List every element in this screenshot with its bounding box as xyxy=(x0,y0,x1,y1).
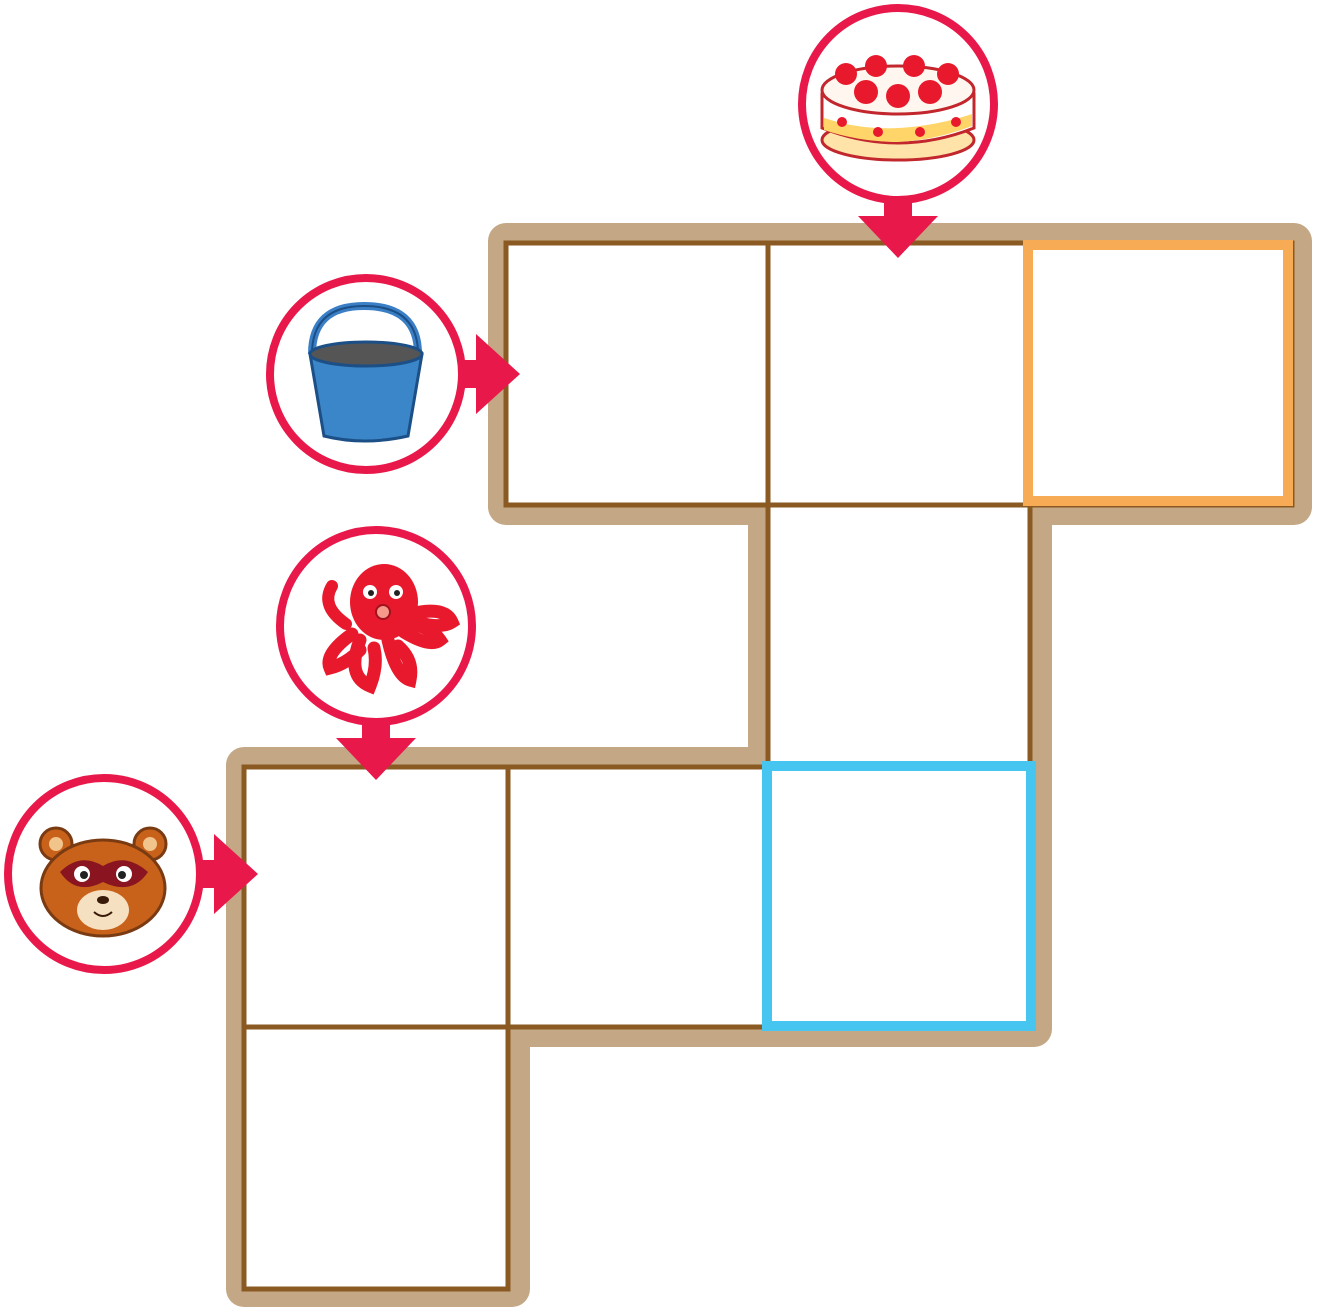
clue-tanuki xyxy=(8,778,258,970)
grid-cell-r1c3[interactable] xyxy=(1030,243,1292,505)
grid-cell-r3c2[interactable] xyxy=(768,767,1030,1027)
grid-cell-r2c2[interactable] xyxy=(768,505,1030,767)
grid-cell-r3c0[interactable] xyxy=(244,767,508,1027)
grid-cell-r1c1[interactable] xyxy=(506,243,768,505)
grid-cell-r4c0[interactable] xyxy=(244,1027,508,1289)
strawberry-cake-icon xyxy=(822,55,974,160)
clue-octopus xyxy=(280,530,472,780)
grid-cell-r1c2[interactable] xyxy=(768,243,1030,505)
grid-cell-r3c1[interactable] xyxy=(508,767,768,1027)
tanuki-face-icon xyxy=(40,828,166,936)
clue-bucket xyxy=(270,278,520,470)
clue-cake xyxy=(802,8,994,258)
